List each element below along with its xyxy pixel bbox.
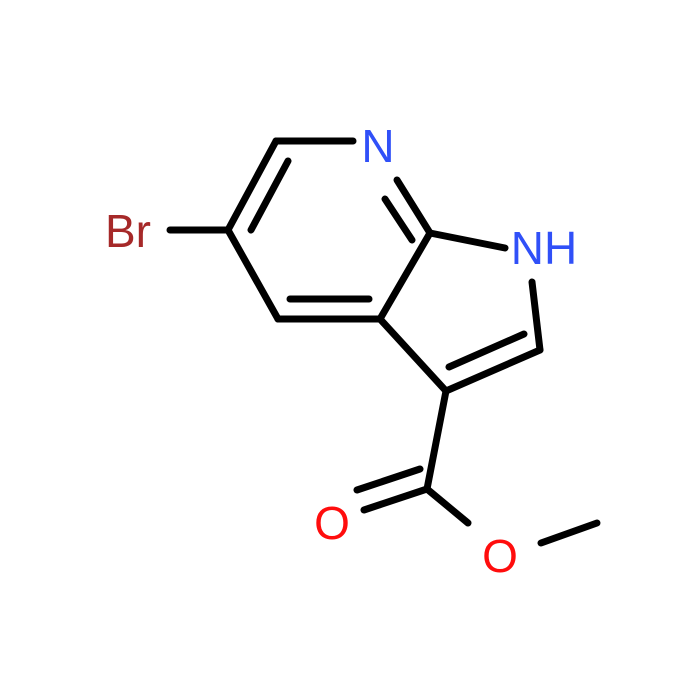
bond-carbonyl-inner	[353, 465, 424, 494]
bond-c2-c3-inner	[445, 330, 528, 371]
bond-c-ester-o	[423, 485, 472, 527]
bond-c5-c6	[224, 137, 280, 234]
atom-label-nh: NH	[511, 222, 577, 274]
atom-label-o-ester: O	[482, 530, 518, 582]
bonds	[166, 137, 601, 547]
bond-c7a-c3a	[376, 229, 434, 323]
bond-n7-c7a	[393, 176, 434, 237]
bond-c2-c3	[442, 346, 544, 395]
bond-carbonyl-outer	[360, 485, 431, 514]
bond-o-methyl	[537, 519, 601, 547]
bond-c7a-n1	[426, 229, 509, 252]
bond-c4-c5	[224, 226, 282, 323]
atom-label-br: Br	[105, 205, 151, 257]
bond-c3-c-carboxyl	[423, 387, 450, 493]
bond-c5-c6-inner	[247, 157, 292, 234]
bond-c3-c3a	[376, 315, 450, 395]
bond-n7-c7a-inner	[381, 195, 416, 244]
atom-labels: N NH Br O O	[105, 120, 577, 582]
atom-label-o-carbonyl: O	[314, 497, 350, 549]
bond-n1-c2	[528, 278, 544, 354]
atom-label-n7: N	[361, 120, 394, 172]
